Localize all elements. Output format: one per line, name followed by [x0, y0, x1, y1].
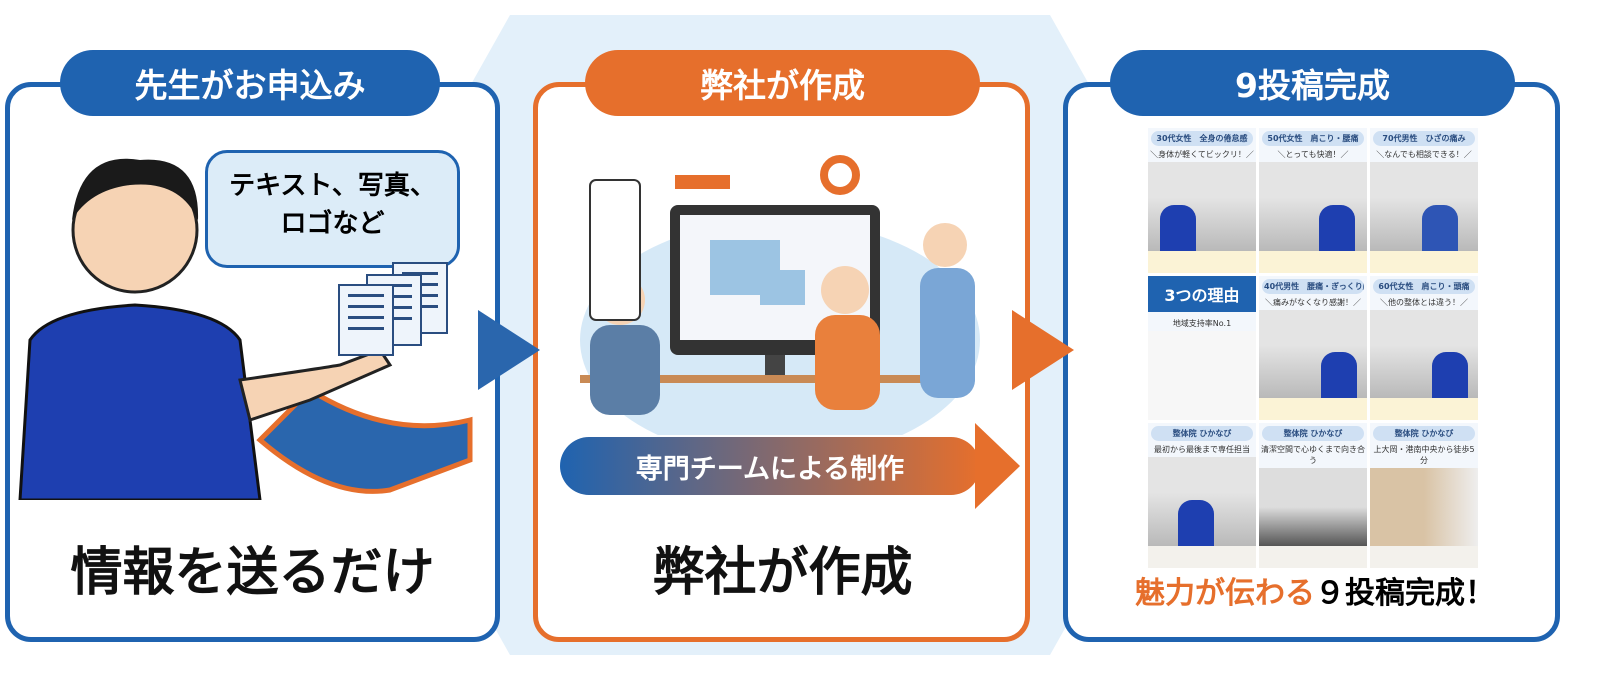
post-quote: 上大岡・港南中央から徒歩5分	[1373, 445, 1475, 466]
post-thumbnail: 40代男性 腰痛・ぎっくり腰 ＼痛みがなくなり感謝！／	[1259, 275, 1367, 421]
step3-header: 9投稿完成	[1110, 50, 1515, 116]
post-quote: 清潔空間で心ゆくまで向き合う	[1261, 445, 1365, 466]
post-quote: 最初から最後まで専任担当	[1154, 445, 1250, 455]
post-label: 整体院 ひかなび	[1373, 426, 1475, 442]
arrow-right-icon	[1012, 310, 1074, 390]
post-quote: ＼とっても快適！／	[1277, 150, 1349, 159]
team-illustration	[580, 155, 980, 435]
step2-header: 弊社が作成	[585, 50, 980, 116]
caption-rest: ９投稿完成！	[1315, 576, 1495, 611]
document-icon	[338, 284, 394, 356]
post-label: 3つの理由	[1148, 275, 1256, 312]
post-quote: ＼他の整体とは違う！／	[1380, 297, 1468, 307]
post-thumbnail: 70代男性 ひざの痛み ＼なんでも相談できる！／	[1370, 128, 1478, 273]
step3-caption: 魅力が伝わる９投稿完成！	[1080, 568, 1550, 612]
doctor-illustration	[18, 158, 473, 500]
speech-bubble: テキスト、写真、 ロゴなど	[205, 150, 460, 268]
post-label: 整体院 ひかなび	[1262, 426, 1364, 442]
post-photo	[1148, 330, 1256, 421]
post-photo	[1259, 309, 1367, 399]
bubble-line: ロゴなど	[280, 209, 385, 239]
post-photo	[1148, 162, 1256, 251]
step1-header: 先生がお申込み	[60, 50, 440, 116]
post-photo	[1259, 162, 1367, 251]
step1-caption: 情報を送るだけ	[70, 543, 435, 603]
post-label: 40代男性 腰痛・ぎっくり腰	[1262, 278, 1364, 294]
team-production-banner: 専門チームによる制作	[560, 423, 1020, 509]
post-label: 30代女性 全身の倦怠感	[1151, 131, 1253, 146]
post-thumbnail: 30代女性 全身の倦怠感 ＼身体が軽くてビックリ！／	[1148, 128, 1256, 273]
bubble-line: テキスト、写真、	[229, 171, 436, 201]
post-thumbnail: 50代女性 肩こり・腰痛 ＼とっても快適！／	[1259, 128, 1367, 273]
post-label: 60代女性 肩こり・頭痛	[1373, 278, 1475, 294]
step2-caption: 弊社が作成	[652, 543, 913, 603]
post-thumbnail: 3つの理由地域支持率No.1	[1148, 275, 1256, 421]
post-thumbnail: 整体院 ひかなび清潔空間で心ゆくまで向き合う	[1259, 423, 1367, 568]
post-quote: ＼身体が軽くてビックリ！／	[1150, 150, 1254, 159]
post-quote: ＼痛みがなくなり感謝！／	[1265, 297, 1361, 307]
post-thumbnail: 整体院 ひかなび上大岡・港南中央から徒歩5分	[1370, 423, 1478, 568]
post-thumbnail: 整体院 ひかなび最初から最後まで専任担当	[1148, 423, 1256, 568]
post-photo	[1370, 162, 1478, 251]
caption-highlight: 魅力が伝わる	[1135, 576, 1315, 611]
post-photo	[1370, 468, 1478, 546]
post-photo	[1370, 309, 1478, 399]
post-label: 50代女性 肩こり・腰痛	[1262, 131, 1364, 146]
post-quote: ＼なんでも相談できる！／	[1376, 150, 1472, 159]
post-photo	[1148, 457, 1256, 546]
post-label: 整体院 ひかなび	[1151, 426, 1253, 442]
post-label: 70代男性 ひざの痛み	[1373, 131, 1475, 146]
post-thumbnail: 60代女性 肩こり・頭痛 ＼他の整体とは違う！／	[1370, 275, 1478, 421]
post-quote: 地域支持率No.1	[1172, 318, 1232, 328]
arrow-right-icon	[478, 310, 540, 390]
post-grid: 30代女性 全身の倦怠感 ＼身体が軽くてビックリ！／ 50代女性 肩こり・腰痛 ＼と…	[1148, 128, 1478, 568]
post-photo	[1259, 468, 1367, 546]
